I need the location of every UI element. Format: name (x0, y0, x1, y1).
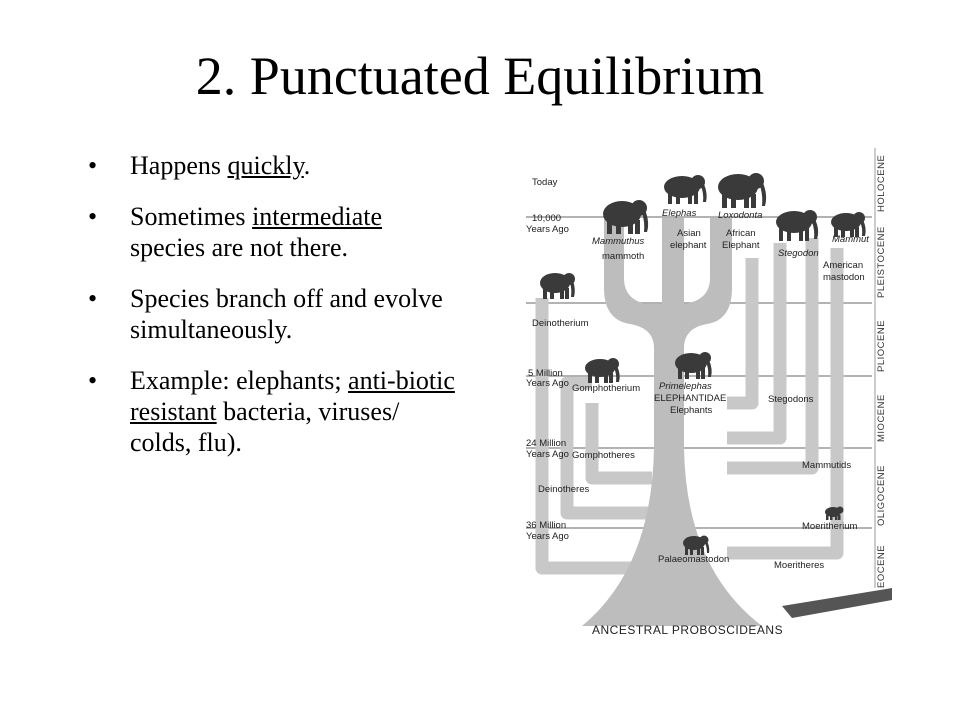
elephant-icon (825, 506, 844, 520)
label-moeritheres: Moeritheres (774, 560, 824, 571)
label-years-ago: Years Ago (526, 531, 569, 542)
elephant-icon (664, 175, 707, 204)
underlined-text: quickly (227, 151, 304, 180)
label-mammuthus: Mammuthus (592, 236, 645, 247)
label-african-elephant: Elephant (722, 240, 760, 251)
bullet-list: •Happens quickly. •Sometimes intermediat… (88, 150, 458, 478)
era-labels: HOLOCENE PLEISTOCENE PLIOCENE MIOCENE OL… (876, 155, 887, 588)
era-holocene: HOLOCENE (876, 155, 887, 212)
elephant-silhouettes (540, 173, 866, 555)
label-years-ago: Years Ago (526, 449, 569, 460)
era-miocene: MIOCENE (876, 394, 887, 442)
label-deinotheres: Deinotheres (538, 484, 589, 495)
era-oligocene: OLIGOCENE (876, 465, 887, 526)
bullet-marker: • (88, 284, 98, 313)
label-deinotherium: Deinotherium (532, 318, 589, 329)
label-american: American (823, 260, 863, 271)
label-mammut: Mammut (832, 234, 869, 245)
label-5m: 5 Million (528, 368, 563, 379)
label-today: Today (532, 177, 558, 188)
label-palaeomastodon: Palaeomastodon (658, 554, 729, 565)
bullet-item: •Happens quickly. (88, 151, 311, 180)
label-primelephas: Primelephas (659, 381, 712, 392)
elephant-icon (831, 212, 866, 237)
base-shelf (782, 588, 892, 618)
elephant-icon (718, 173, 767, 208)
label-years-ago: Years Ago (526, 378, 569, 389)
side-branches (535, 238, 844, 575)
elephant-icon (675, 352, 712, 379)
era-pleistocene: PLEISTOCENE (876, 226, 887, 298)
label-moeritherium: Moeritherium (802, 521, 858, 532)
label-asian-elephant: elephant (670, 240, 707, 251)
underlined-text: intermediate (252, 202, 382, 231)
label-elephas: Elephas (662, 208, 697, 219)
label-ancestral-proboscideans: ANCESTRAL PROBOSCIDEANS (592, 623, 783, 637)
elephant-icon (776, 210, 819, 241)
label-loxodonta: Loxodonta (718, 210, 762, 221)
slide-title: 2. Punctuated Equilibrium (195, 46, 765, 106)
elephant-icon (540, 273, 575, 299)
label-american-mastodon: mastodon (823, 272, 865, 283)
label-years-ago: Years Ago (526, 224, 569, 235)
bullet-marker: • (88, 202, 98, 231)
label-36m: 36 Million (526, 520, 566, 531)
label-gomphotherium: Gomphotherium (572, 383, 640, 394)
bullet-item: •Species branch off and evolve simultane… (88, 284, 443, 344)
label-elephants: Elephants (670, 405, 713, 416)
time-labels: Today 10,000 Years Ago 5 Million Years A… (526, 177, 569, 542)
bullet-marker: • (88, 366, 98, 395)
underlined-text: anti-biotic resistant (130, 366, 455, 426)
label-asian: Asian (677, 228, 701, 239)
label-gomphotheres: Gomphotheres (572, 450, 635, 461)
label-mammutids: Mammutids (802, 460, 851, 471)
elephant-icon (683, 535, 710, 555)
bullet-item: •Sometimes intermediate species are not … (88, 202, 382, 262)
bullet-item: • Example: elephants; anti-biotic resist… (88, 366, 455, 457)
label-24m: 24 Million (526, 438, 566, 449)
era-pliocene: PLIOCENE (876, 320, 887, 372)
label-10k: 10,000 (532, 213, 561, 224)
label-african: African (726, 228, 756, 239)
elephant-icon (603, 200, 649, 234)
elephant-evolution-diagram: HOLOCENE PLEISTOCENE PLIOCENE MIOCENE OL… (512, 148, 892, 648)
label-mammoth: mammoth (602, 251, 644, 262)
label-stegodons: Stegodons (768, 394, 814, 405)
elephant-icon (585, 358, 620, 383)
label-elephantidae: ELEPHANTIDAE (654, 393, 726, 404)
era-eocene: EOCENE (876, 545, 887, 588)
taxa-labels: Elephas Loxodonta Mammuthus mammoth Asia… (532, 208, 869, 571)
bullet-marker: • (88, 151, 98, 180)
label-stegodon: Stegodon (778, 248, 819, 259)
central-trunk (582, 218, 762, 626)
